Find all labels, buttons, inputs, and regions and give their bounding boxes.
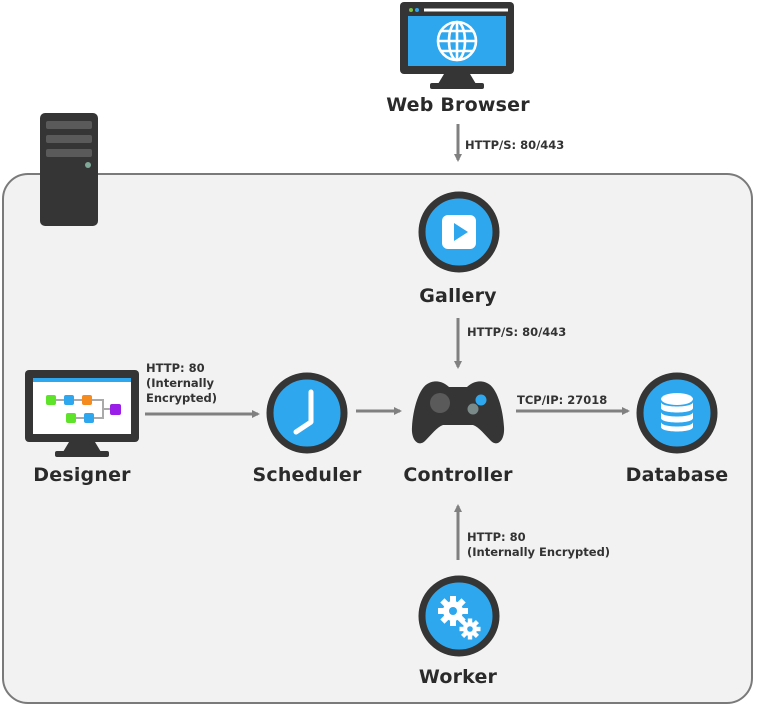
server-tower-icon: [40, 113, 98, 226]
controller-label: Controller: [403, 464, 513, 486]
edge-label-line: (Internally: [146, 376, 215, 390]
edge-label-line: Encrypted): [146, 391, 218, 405]
edge-label-controller-database: TCP/IP: 27018: [517, 393, 608, 407]
clock-icon: [266, 372, 348, 454]
gallery-label: Gallery: [419, 285, 497, 307]
monitor-globe-icon: [400, 2, 514, 89]
web-browser-label: Web Browser: [386, 94, 530, 116]
designer-label: Designer: [33, 464, 131, 486]
edge-label-line: HTTP: 80: [467, 530, 526, 544]
edge-label-worker-controller: HTTP: 80 (Internally Encrypted): [467, 530, 610, 560]
edge-label-line: HTTP: 80: [146, 361, 205, 375]
edge-label-browser-gallery: HTTP/S: 80/443: [465, 138, 565, 152]
scheduler-label: Scheduler: [252, 464, 362, 486]
edge-label-gallery-controller: HTTP/S: 80/443: [467, 325, 567, 339]
edge-label-designer-scheduler: HTTP: 80 (Internally Encrypted): [146, 361, 217, 406]
database-icon: [636, 372, 718, 454]
edge-label-line: (Internally Encrypted): [467, 545, 611, 559]
database-label: Database: [625, 464, 729, 486]
gears-icon: [418, 575, 500, 657]
worker-label: Worker: [418, 666, 498, 688]
play-button-icon: [418, 191, 500, 273]
monitor-workflow-icon: [25, 370, 139, 457]
gamepad-icon: [411, 381, 505, 444]
